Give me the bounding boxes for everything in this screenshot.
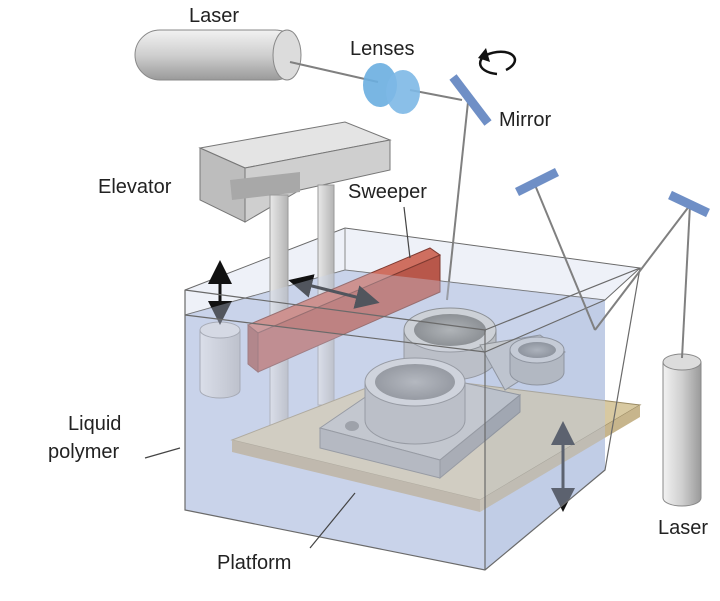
lenses xyxy=(363,63,420,114)
top-mirror xyxy=(449,74,492,126)
label-elevator: Elevator xyxy=(98,176,172,198)
label-laser-top: Laser xyxy=(189,5,239,27)
label-platform: Platform xyxy=(217,552,291,574)
label-sweeper: Sweeper xyxy=(348,181,427,203)
right-laser xyxy=(662,353,702,507)
horizontal-double-arrow-icon xyxy=(288,274,380,309)
top-laser xyxy=(134,29,302,81)
leader-lines xyxy=(144,206,411,549)
tank-front xyxy=(184,267,641,571)
label-liquid-polymer-line1: Liquid xyxy=(68,413,121,435)
rotation-arrow-icon xyxy=(478,48,517,76)
label-lenses: Lenses xyxy=(350,38,415,60)
right-mirror-1 xyxy=(514,167,560,197)
label-liquid-polymer-line2: polymer xyxy=(48,441,119,463)
liquid-cylinder xyxy=(199,321,241,399)
right-mirror-2 xyxy=(668,190,710,218)
right-laser-beam xyxy=(534,184,691,359)
built-part xyxy=(318,307,566,480)
label-mirror: Mirror xyxy=(499,109,552,131)
elevator xyxy=(198,121,392,223)
label-laser-right: Laser xyxy=(658,517,708,539)
